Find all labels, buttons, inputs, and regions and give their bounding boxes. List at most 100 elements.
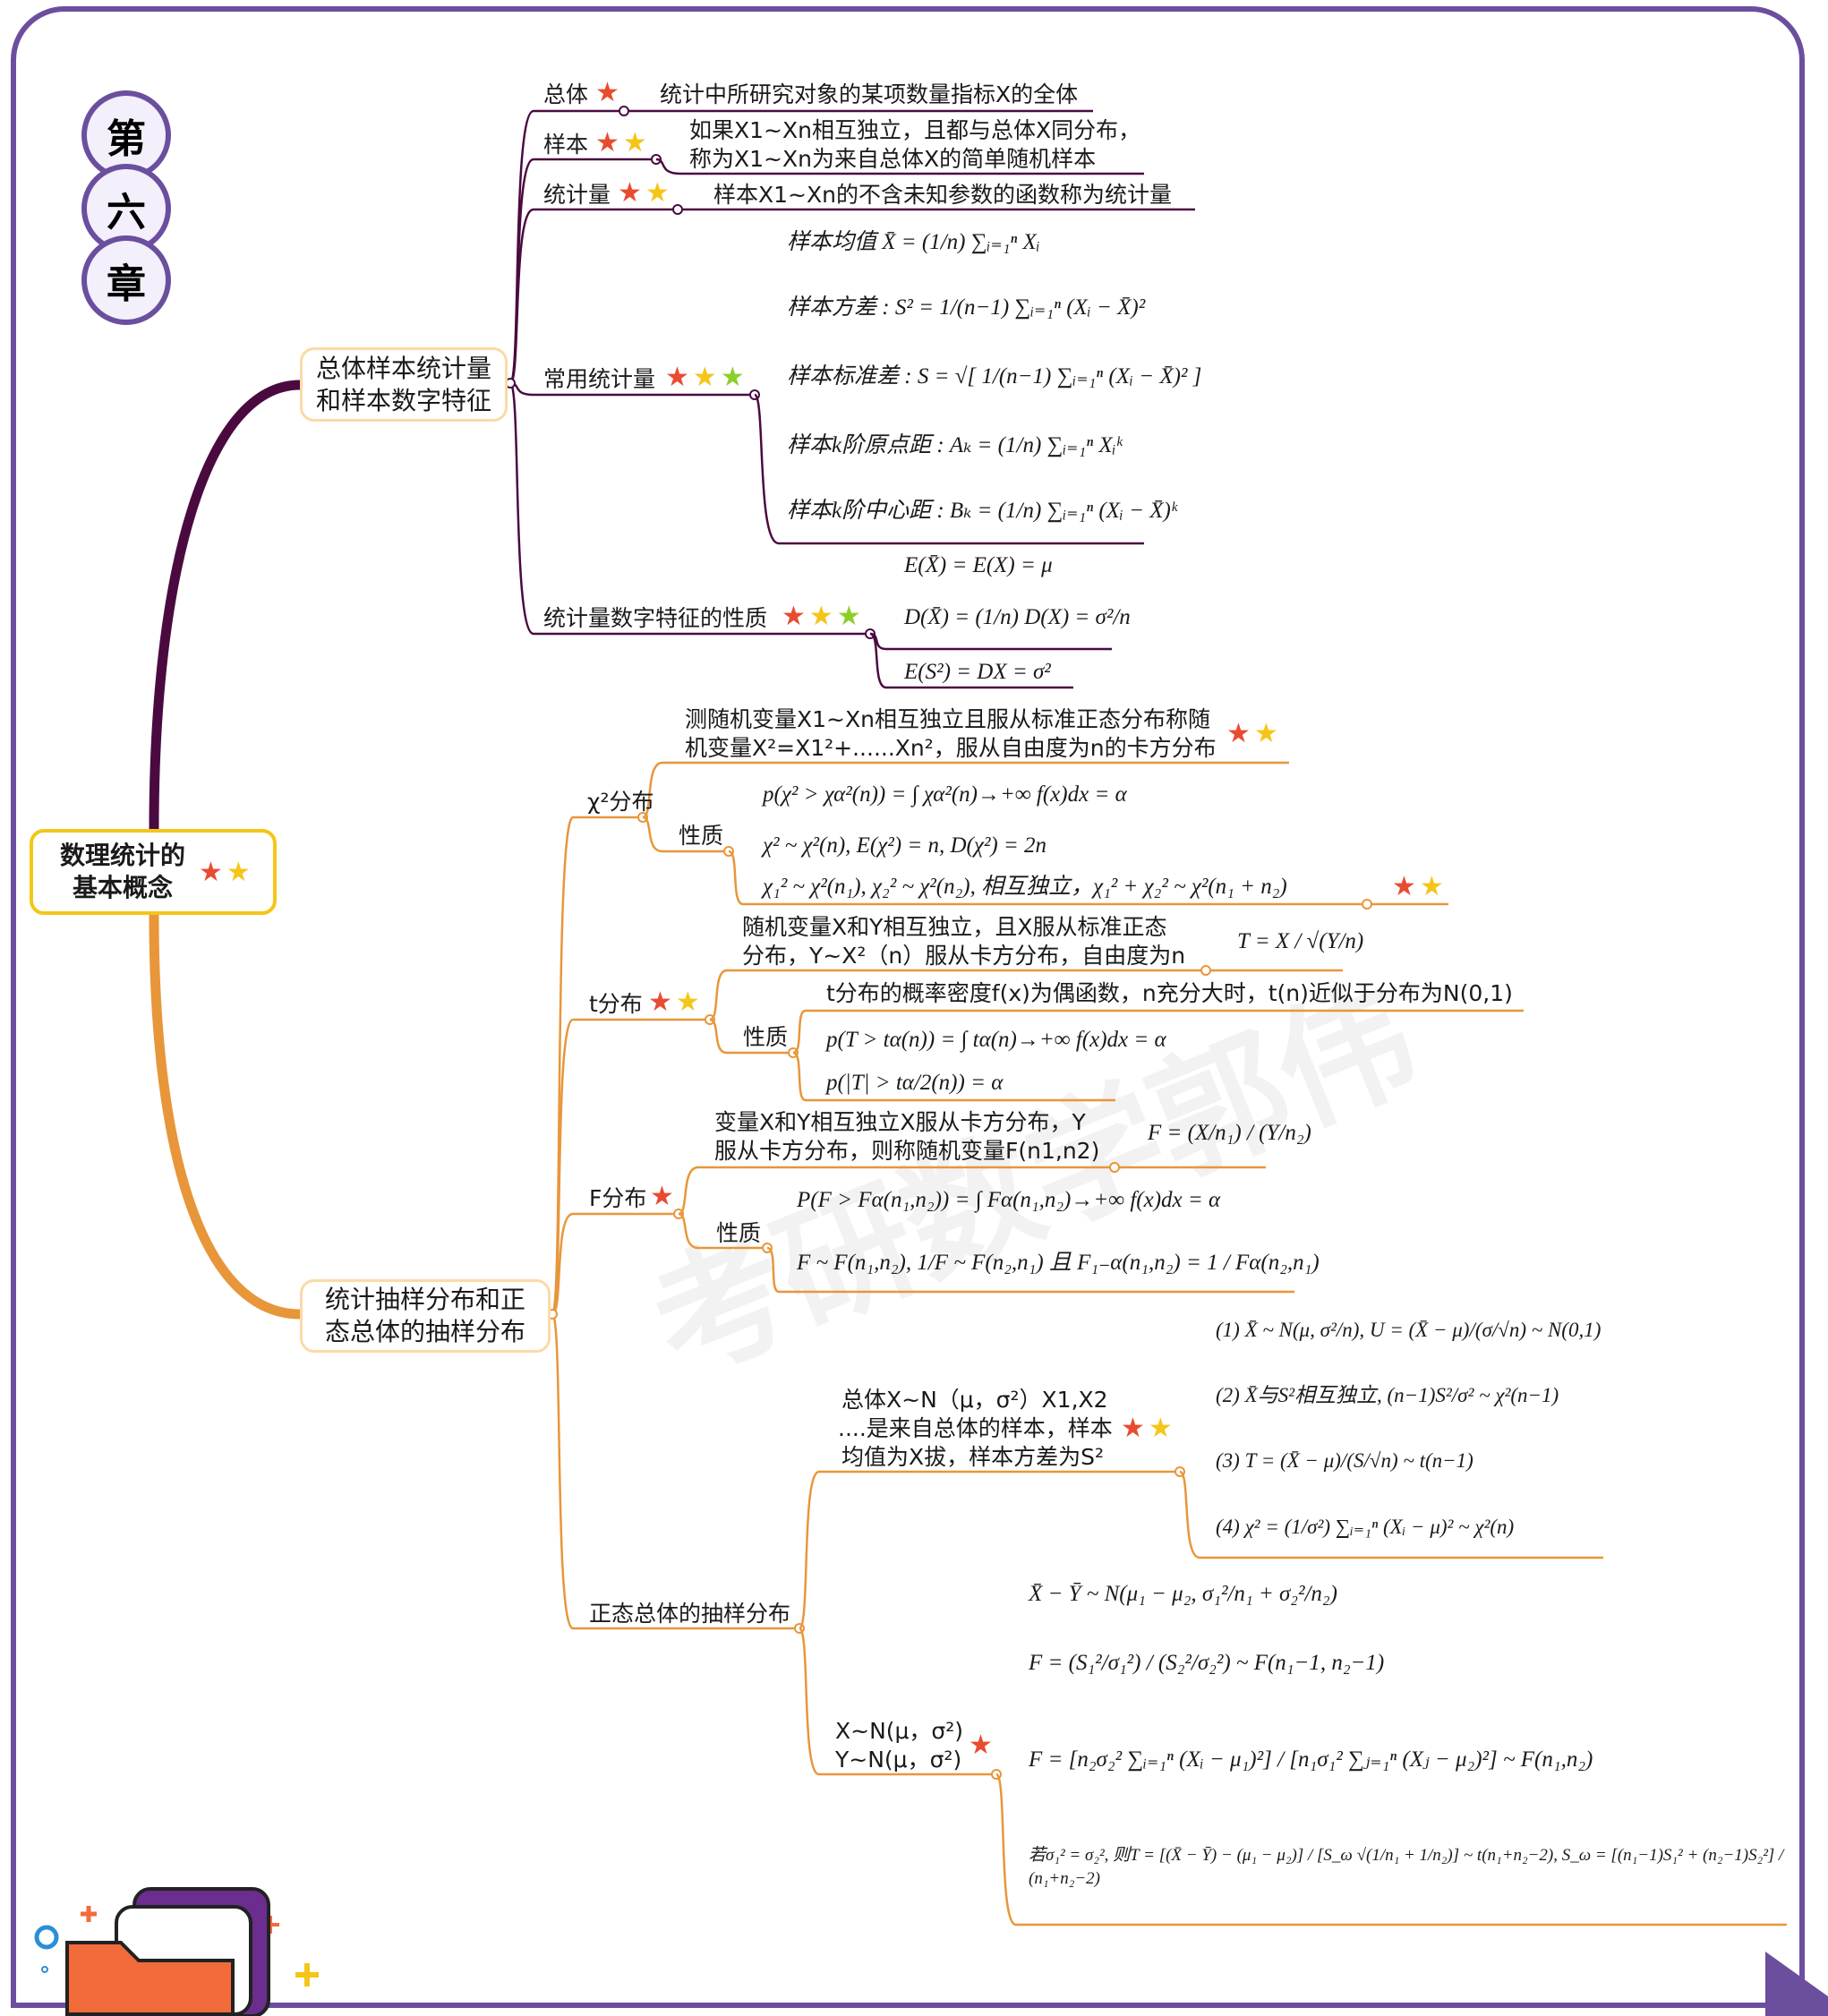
statistic-desc: 样本X1~Xn的不含未知参数的函数称为统计量 <box>713 182 1172 208</box>
f-properties-label[interactable]: 性质 <box>716 1220 762 1246</box>
sample-stars: ★★ <box>595 129 651 158</box>
chi-desc-line1: 测随机变量X1~Xn相互独立且服从标准正态分布称随 <box>685 706 1210 732</box>
root-label-line1: 数理统计的 <box>60 841 186 870</box>
connector <box>995 1773 1787 1926</box>
corner-triangle-icon <box>1765 1952 1828 2016</box>
topic-statistic-properties[interactable]: 统计量数字特征的性质 <box>543 605 768 631</box>
f-stars: ★ <box>650 1183 678 1211</box>
node-dot[interactable] <box>1362 899 1372 910</box>
topic-common-statistics[interactable]: 常用统计量 <box>543 366 656 392</box>
red-star-icon: ★ <box>595 77 619 108</box>
connector <box>798 1470 1180 1630</box>
f-desc-line1: 变量X和Y相互独立X服从卡方分布，Y <box>714 1109 1086 1135</box>
red-star-icon: ★ <box>782 601 806 632</box>
connector <box>792 1051 1115 1102</box>
red-star-icon: ★ <box>1121 1413 1145 1444</box>
yellow-star-icon: ★ <box>1148 1413 1173 1444</box>
page-frame-bottom <box>11 2003 1810 2008</box>
statistic-stars: ★★ <box>618 179 673 208</box>
node-dot[interactable] <box>672 204 683 215</box>
t-properties-desc: t分布的概率密度f(x)为偶函数，n充分大时，t(n)近似于分布为N(0,1) <box>826 980 1513 1006</box>
branch-node-population-sample[interactable]: 总体样本统计量 和样本数字特征 <box>300 347 508 422</box>
node-dot[interactable] <box>1109 1162 1120 1173</box>
connector <box>551 816 643 1316</box>
connector <box>728 850 1448 906</box>
t-formula-tail: p(T > tα(n)) = ∫ tα(n)→+∞ f(x)dx = α <box>826 1028 1166 1052</box>
node-dot[interactable] <box>1200 965 1211 976</box>
two-pop-formula-f-known-mean: F = [n₂σ₂² ∑ᵢ₌₁ⁿ (Xᵢ − μ₁)²] / [n₁σ₁² ∑ⱼ… <box>1029 1747 1593 1772</box>
yellow-star-icon: ★ <box>622 127 647 158</box>
yellow-star-icon: ★ <box>675 987 700 1018</box>
chi-properties-label[interactable]: 性质 <box>679 823 724 849</box>
common-statistics-stars: ★★★ <box>665 363 748 392</box>
connector <box>869 632 1112 651</box>
green-star-icon: ★ <box>720 362 745 393</box>
chi-desc-line2: 机变量X²=X1²+......Xn²，服从自由度为n的卡方分布 <box>685 735 1217 761</box>
two-pop-formula-t-pooled: 若σ₁² = σ₂², 则T = [(X̄ − Ȳ) − (μ₁ − μ₂)] … <box>1029 1846 1784 1888</box>
topic-sample[interactable]: 样本 <box>543 132 589 158</box>
trunk-lower <box>149 914 301 1320</box>
t-formula-two-sided: p(|T| > tα/2(n)) = α <box>826 1071 1004 1095</box>
trunk-upper <box>149 380 301 830</box>
connector <box>508 208 1195 385</box>
chi-additivity-stars: ★★ <box>1392 873 1448 901</box>
connector <box>508 381 870 636</box>
folder-decoration-icon <box>34 1887 319 2016</box>
yellow-star-icon: ★ <box>692 362 717 393</box>
red-star-icon: ★ <box>199 857 223 888</box>
branch1-label-line1: 总体样本统计量 <box>315 353 491 383</box>
chapter-badge-3: 章 <box>81 235 171 325</box>
properties-stars: ★★★ <box>782 602 865 631</box>
single-pop-formula-2: (2) X̄与S²相互独立, (n−1)S²/σ² ~ χ²(n−1) <box>1216 1384 1559 1406</box>
chi-formula-additivity: χ₁² ~ χ²(n₁), χ₂² ~ χ²(n₂), 相互独立，χ₁² + χ… <box>763 875 1287 899</box>
f-formula-tail: P(F > Fα(n₁,n₂)) = ∫ Fα(n₁,n₂)→+∞ f(x)dx… <box>797 1188 1221 1212</box>
page-frame <box>11 6 1805 2003</box>
t-definition-formula: T = X / √(Y/n) <box>1237 929 1364 953</box>
red-star-icon: ★ <box>648 987 672 1018</box>
yellow-star-icon: ★ <box>1253 718 1278 749</box>
topic-f-distribution[interactable]: F分布 <box>589 1185 647 1211</box>
topic-chi-square[interactable]: χ²分布 <box>587 789 654 815</box>
red-star-icon: ★ <box>665 362 689 393</box>
population-stars: ★ <box>595 79 623 107</box>
connector <box>709 1018 793 1055</box>
chi-stars: ★★ <box>1226 720 1282 748</box>
branch-node-sampling-distributions[interactable]: 统计抽样分布和正 态总体的抽样分布 <box>300 1279 551 1353</box>
formula-central-moment: 样本k阶中心距 : Bₖ = (1/n) ∑ᵢ₌₁ⁿ (Xᵢ − X̄)ᵏ <box>787 499 1177 523</box>
topic-statistic[interactable]: 统计量 <box>543 182 611 208</box>
topic-population[interactable]: 总体 <box>543 81 589 107</box>
connector <box>678 1212 767 1250</box>
branch1-label-line2: 和样本数字特征 <box>315 385 491 415</box>
two-pop-formula-f-variance: F = (S₁²/σ₁²) / (S₂²/σ₂²) ~ F(n₁−1, n₂−1… <box>1029 1651 1385 1675</box>
single-pop-formula-4: (4) χ² = (1/σ²) ∑ᵢ₌₁ⁿ (Xᵢ − μ)² ~ χ²(n) <box>1216 1516 1515 1538</box>
t-desc-line2: 分布，Y~X²（n）服从卡方分布，自由度为n <box>742 943 1186 969</box>
yellow-star-icon: ★ <box>645 177 670 209</box>
f-desc-line2: 服从卡方分布，则称随机变量F(n1,n2) <box>714 1138 1100 1164</box>
branch2-label-line2: 态总体的抽样分布 <box>324 1317 525 1346</box>
single-pop-formula-1: (1) X̄ ~ N(μ, σ²/n), U = (X̄ − μ)/(σ/√n)… <box>1216 1319 1602 1341</box>
sample-desc-line1: 如果X1~Xn相互独立，且都与总体X同分布， <box>689 117 1141 143</box>
red-star-icon: ★ <box>618 177 642 209</box>
two-pop-stars: ★ <box>969 1731 996 1760</box>
t-properties-label[interactable]: 性质 <box>743 1024 789 1050</box>
connector <box>551 1018 710 1316</box>
topic-normal-sampling[interactable]: 正态总体的抽样分布 <box>589 1601 791 1627</box>
f-definition-formula: F = (X/n₁) / (Y/n₂) <box>1148 1121 1311 1145</box>
population-desc: 统计中所研究对象的某项数量指标X的全体 <box>660 81 1079 107</box>
connector <box>869 632 1073 689</box>
connector <box>709 969 1343 1021</box>
chapter-badge-2: 六 <box>81 164 171 253</box>
two-pop-formula-diff: X̄ − Ȳ ~ N(μ₁ − μ₂, σ₁²/n₁ + σ₂²/n₂) <box>1029 1582 1337 1606</box>
formula-expectation-mean: E(X̄) = E(X) = μ <box>904 553 1053 577</box>
topic-t-distribution[interactable]: t分布 <box>589 991 643 1017</box>
red-star-icon: ★ <box>1226 718 1251 749</box>
connector <box>792 1009 1524 1055</box>
connector <box>1179 1470 1603 1559</box>
single-pop-desc-line2: ....是来自总体的样本，样本 <box>838 1415 1113 1441</box>
connector <box>798 1627 996 1776</box>
formula-sample-mean: 样本均值 X̄ = (1/n) ∑ᵢ₌₁ⁿ Xᵢ <box>787 230 1040 254</box>
two-pop-desc-line1: X~N(μ，σ²) <box>835 1718 964 1744</box>
root-node[interactable]: 数理统计的 基本概念 <box>30 829 277 915</box>
node-dot[interactable] <box>619 106 629 116</box>
